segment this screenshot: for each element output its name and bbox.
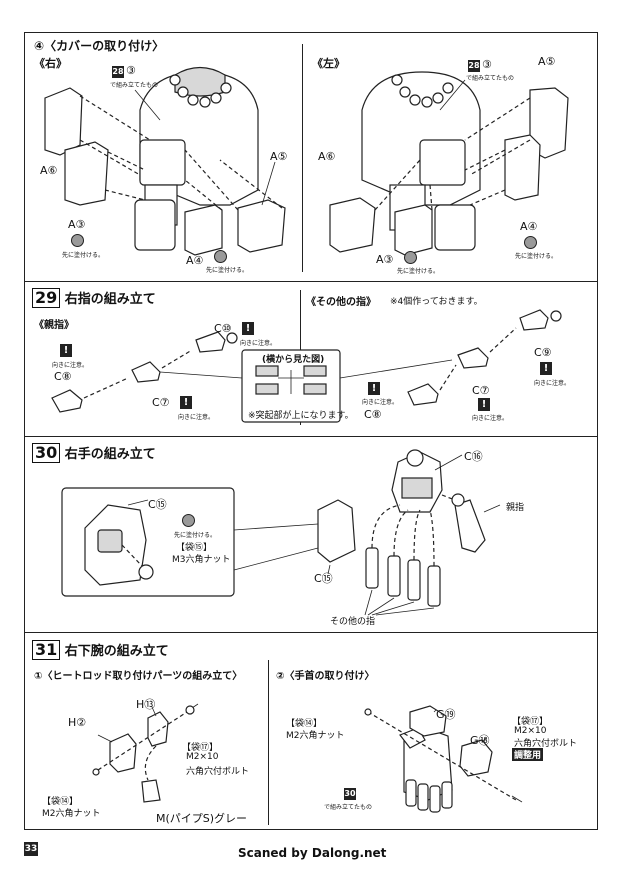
part-label-c7: C⑦ <box>152 396 170 409</box>
divider <box>24 281 598 282</box>
caution-icon: ! <box>60 344 72 357</box>
part-label-a3: A③ <box>376 253 394 266</box>
part-label-c7: C⑦ <box>472 384 490 397</box>
sub-step-2-title: ②〈手首の取り付け〉 <box>276 671 375 682</box>
step31-heading: 31 右下腕の組み立て <box>32 640 169 660</box>
step29-heading: 29 右指の組み立て <box>32 288 156 308</box>
paint-note: 先に塗付ける。 <box>515 253 558 260</box>
part-label-a4: A④ <box>520 220 538 233</box>
pipe-label: M(パイプS)グレー <box>156 812 248 825</box>
bag-label: 【袋⑰】 <box>512 717 549 727</box>
paint-dot-icon <box>524 236 537 249</box>
caution-note: 向きに注意。 <box>534 380 571 387</box>
divider <box>24 632 598 633</box>
ref-step-badge: 30 <box>344 788 356 800</box>
paint-note: 先に塗付ける。 <box>397 268 440 275</box>
caution-icon: ! <box>478 398 490 411</box>
step-title: 右手の組み立て <box>64 447 156 462</box>
paint-note: 先に塗付ける。 <box>206 267 249 274</box>
part-label-a5: A⑤ <box>538 55 556 68</box>
paint-dot-icon <box>214 250 227 263</box>
part-label-a6: A⑥ <box>40 164 58 177</box>
ref-part: ③ <box>482 58 492 71</box>
step4-title: ④〈カバーの取り付け〉 <box>34 39 165 53</box>
bag-label: 【袋⑭】 <box>286 719 323 729</box>
page-frame <box>24 32 598 830</box>
scan-credit: Scaned by Dalong.net <box>238 846 387 860</box>
caution-note: 向きに注意。 <box>362 399 399 406</box>
paint-dot-icon <box>71 234 84 247</box>
ref-note: で組み立てたもの <box>466 75 515 82</box>
step-title: 右下腕の組み立て <box>64 644 169 659</box>
paint-note: 先に塗付ける。 <box>62 252 105 259</box>
part-label-c9: C⑨ <box>534 346 552 359</box>
bolt-size: M2×10 <box>186 752 219 762</box>
right-label: 《右》 <box>34 57 67 70</box>
ref-note: で組み立てたもの <box>110 82 159 89</box>
caution-note: 向きに注意。 <box>240 340 277 347</box>
part-label-h2: H② <box>68 716 87 729</box>
other-fingers-label: その他の指 <box>330 617 376 627</box>
bolt-size: M2×10 <box>514 726 547 736</box>
part-label-a4: A④ <box>186 254 204 267</box>
ref-part: ③ <box>126 64 136 77</box>
part-label-c15: C⑮ <box>314 572 333 585</box>
part-label-g19: G⑲ <box>436 708 456 721</box>
page-number: 33 <box>24 842 38 856</box>
ref-note: で組み立てたもの <box>324 804 373 811</box>
step30-heading: 30 右手の組み立て <box>32 443 156 463</box>
side-view-title: (横から見た図) <box>262 355 325 365</box>
adjust-badge: 調整用 <box>512 748 544 761</box>
other-fingers-title: 《その他の指》 <box>306 297 376 308</box>
other-fingers-note: ※4個作っておきます。 <box>390 297 483 307</box>
thumb-label: 親指 <box>506 503 525 513</box>
left-label: 《左》 <box>312 57 345 70</box>
sub-step-1-title: ①〈ヒートロッド取り付けパーツの組み立て〉 <box>34 671 243 682</box>
part-label-c15: C⑮ <box>148 498 167 511</box>
ref-step-badge: 28 <box>468 60 480 72</box>
bag-label: 【袋⑰】 <box>182 743 219 753</box>
divider <box>24 436 598 437</box>
part-label-a3: A③ <box>68 218 86 231</box>
step-title: 右指の組み立て <box>64 292 156 307</box>
part-label-h13: H⑬ <box>136 698 156 711</box>
divider <box>268 660 269 825</box>
part-label-c16: C⑯ <box>464 450 483 463</box>
caution-note: 向きに注意。 <box>52 362 89 369</box>
caution-note: 向きに注意。 <box>472 415 509 422</box>
caution-note: 向きに注意。 <box>178 414 215 421</box>
nut-label: M2六角ナット <box>42 809 101 819</box>
bolt-name: 六角穴付ボルト <box>186 767 250 777</box>
part-label-c8: C⑧ <box>54 370 72 383</box>
ref-step-badge: 28 <box>112 66 124 78</box>
caution-icon: ! <box>180 396 192 409</box>
nut-label: M3六角ナット <box>172 555 231 565</box>
step-number: 30 <box>32 443 61 463</box>
part-label-a6: A⑥ <box>318 150 336 163</box>
part-label-g18: G⑱ <box>470 734 490 747</box>
paint-dot-icon <box>182 514 195 527</box>
step-number: 31 <box>32 640 61 660</box>
part-label-c8: C⑧ <box>364 408 382 421</box>
bolt-name: 六角穴付ボルト <box>514 739 578 749</box>
divider <box>302 44 303 272</box>
paint-note: 先に塗付ける。 <box>174 532 217 539</box>
bag-label: 【袋⑮】 <box>176 543 213 553</box>
part-label-a5: A⑤ <box>270 150 288 163</box>
part-label-c10: C⑩ <box>214 322 232 335</box>
side-view-note: ※突起部が上になります。 <box>248 411 354 421</box>
nut-label: M2六角ナット <box>286 731 345 741</box>
paint-dot-icon <box>404 251 417 264</box>
bag-label: 【袋⑭】 <box>42 797 79 807</box>
caution-icon: ! <box>242 322 254 335</box>
thumb-label: 《親指》 <box>34 320 74 331</box>
caution-icon: ! <box>368 382 380 395</box>
step-number: 29 <box>32 288 61 308</box>
caution-icon: ! <box>540 362 552 375</box>
